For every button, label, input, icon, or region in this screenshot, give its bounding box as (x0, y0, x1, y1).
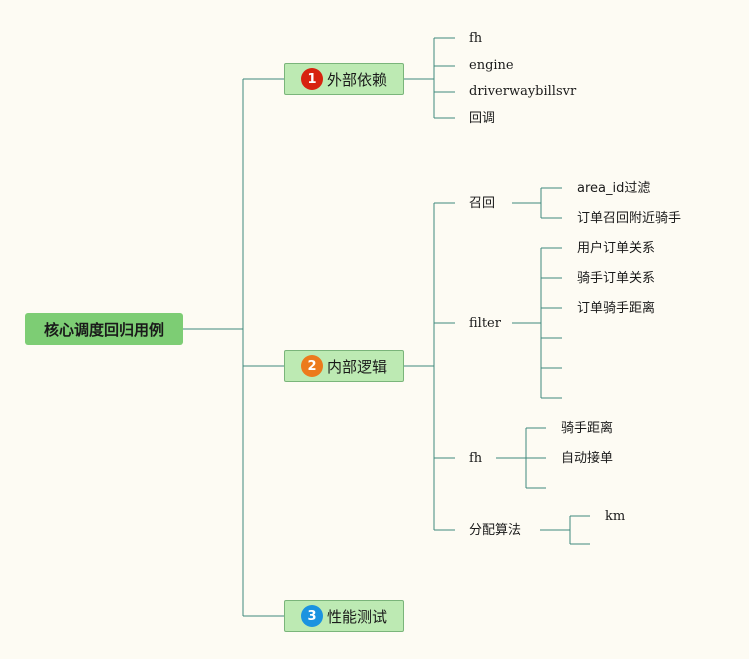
leaf-order-recall-nearby-rider[interactable]: 订单召回附近骑手 (577, 211, 682, 226)
badge-2-icon: 2 (300, 355, 323, 377)
badge-1-icon: 1 (300, 68, 323, 90)
leaf-driverwaybillsvr[interactable]: driverwaybillsvr (469, 84, 577, 99)
leaf-fh[interactable]: fh (469, 31, 483, 46)
leaf-user-order-relation[interactable]: 用户订单关系 (577, 241, 656, 256)
root-node[interactable]: 核心调度回归用例 (25, 313, 183, 345)
root-label: 核心调度回归用例 (43, 320, 164, 339)
node-allocation-algorithm[interactable]: 分配算法 (469, 523, 522, 538)
leaf-area-id-filter[interactable]: area_id过滤 (577, 181, 651, 196)
branch-performance-test[interactable]: 3 性能测试 (284, 600, 404, 632)
leaf-rider-distance[interactable]: 骑手距离 (561, 421, 614, 436)
leaf-km[interactable]: km (605, 509, 626, 524)
node-fh[interactable]: fh (469, 451, 483, 466)
branch-label: 外部依赖 (326, 70, 387, 89)
node-recall[interactable]: 召回 (469, 196, 496, 211)
leaf-rider-order-relation[interactable]: 骑手订单关系 (577, 271, 656, 286)
node-filter[interactable]: filter (469, 316, 501, 331)
branch-label: 内部逻辑 (326, 357, 387, 376)
badge-3-icon: 3 (300, 605, 323, 627)
leaf-order-rider-distance[interactable]: 订单骑手距离 (577, 301, 656, 316)
branch-internal-logic[interactable]: 2 内部逻辑 (284, 350, 404, 382)
leaf-auto-accept[interactable]: 自动接单 (561, 451, 614, 466)
leaf-callback[interactable]: 回调 (469, 111, 496, 126)
branch-external-deps[interactable]: 1 外部依赖 (284, 63, 404, 95)
branch-label: 性能测试 (326, 607, 387, 626)
leaf-engine[interactable]: engine (469, 58, 514, 73)
